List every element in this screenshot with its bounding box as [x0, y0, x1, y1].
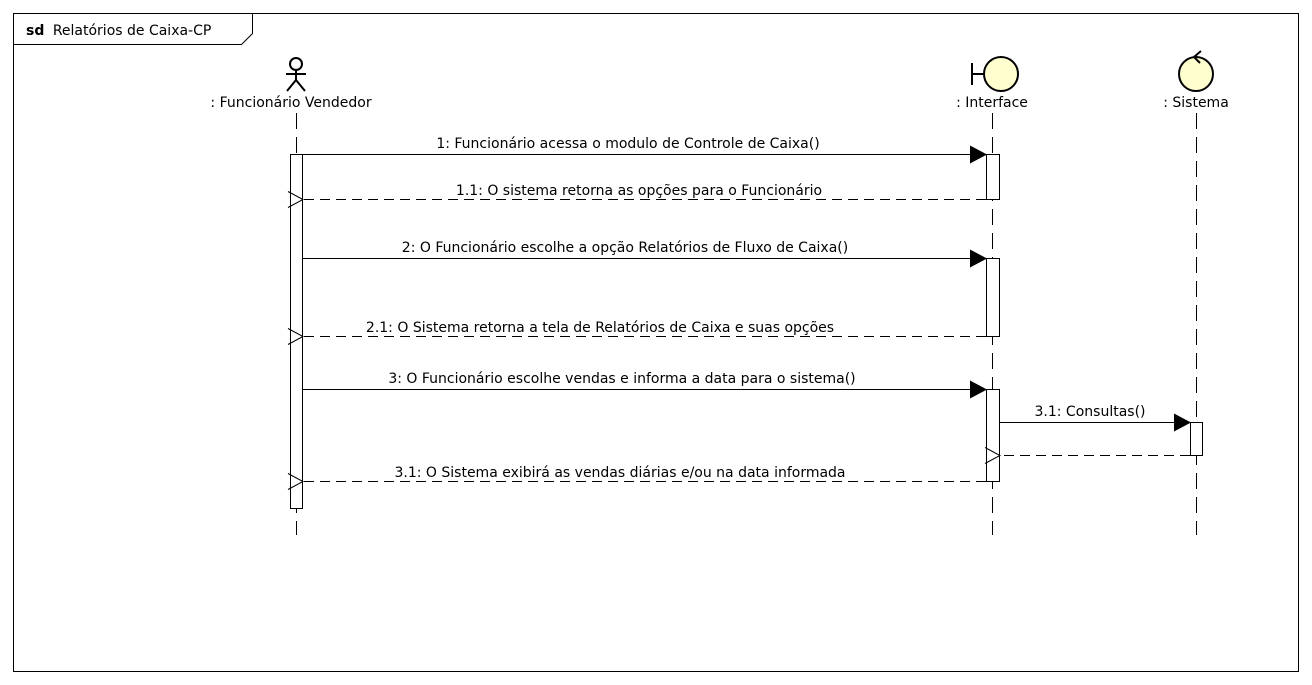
message-3: 3: O Funcionário escolhe vendas e inform…	[303, 371, 987, 399]
message-label: 3.1: O Sistema exibirá as vendas diárias…	[394, 465, 845, 481]
lifeline-label-interface: : Interface	[956, 95, 1028, 111]
message-label: 3.1: Consultas()	[1035, 404, 1146, 420]
message-3-1-exibir: 3.1: O Sistema exibirá as vendas diárias…	[303, 465, 986, 482]
message-label: 3: O Funcionário escolhe vendas e inform…	[388, 371, 855, 387]
activation-bar-interface-3	[986, 389, 1000, 482]
frame-keyword: sd	[26, 23, 44, 39]
message-1-1: 1.1: O sistema retorna as opções para o …	[303, 183, 986, 200]
lifeline-sistema: : Sistema	[1163, 50, 1229, 535]
sequence-frame: sd Relatórios de Caixa-CP	[13, 13, 1299, 672]
frame-title: sd Relatórios de Caixa-CP	[26, 23, 211, 39]
message-3-1-consultas: 3.1: Consultas()	[1000, 404, 1191, 432]
lifeline-funcionario-vendedor: : Funcionário Vendedor	[210, 57, 372, 535]
activation-bar-sistema	[1190, 422, 1203, 456]
message-label: 1.1: O sistema retorna as opções para o …	[456, 183, 822, 199]
lifeline-label-funcionario: : Funcionário Vendedor	[210, 95, 371, 111]
activation-bar-interface-2	[986, 258, 1000, 337]
message-2-1: 2.1: O Sistema retorna a tela de Relatór…	[303, 320, 986, 337]
message-1: 1: Funcionário acessa o modulo de Contro…	[303, 136, 987, 164]
actor-icon	[286, 57, 306, 92]
message-2: 2: O Funcionário escolhe a opção Relatór…	[303, 240, 987, 268]
boundary-icon	[971, 56, 1019, 92]
message-label: 2.1: O Sistema retorna a tela de Relatór…	[366, 320, 834, 336]
lifeline-interface: : Interface	[956, 56, 1028, 535]
lifeline-label-sistema: : Sistema	[1163, 95, 1229, 111]
activation-bar-interface-1	[986, 154, 1000, 200]
control-icon	[1178, 50, 1214, 92]
activation-bar-funcionario	[290, 154, 303, 509]
message-label: 2: O Funcionário escolhe a opção Relatór…	[402, 240, 848, 256]
frame-name: Relatórios de Caixa-CP	[53, 23, 212, 39]
message-label: 1: Funcionário acessa o modulo de Contro…	[436, 136, 819, 152]
